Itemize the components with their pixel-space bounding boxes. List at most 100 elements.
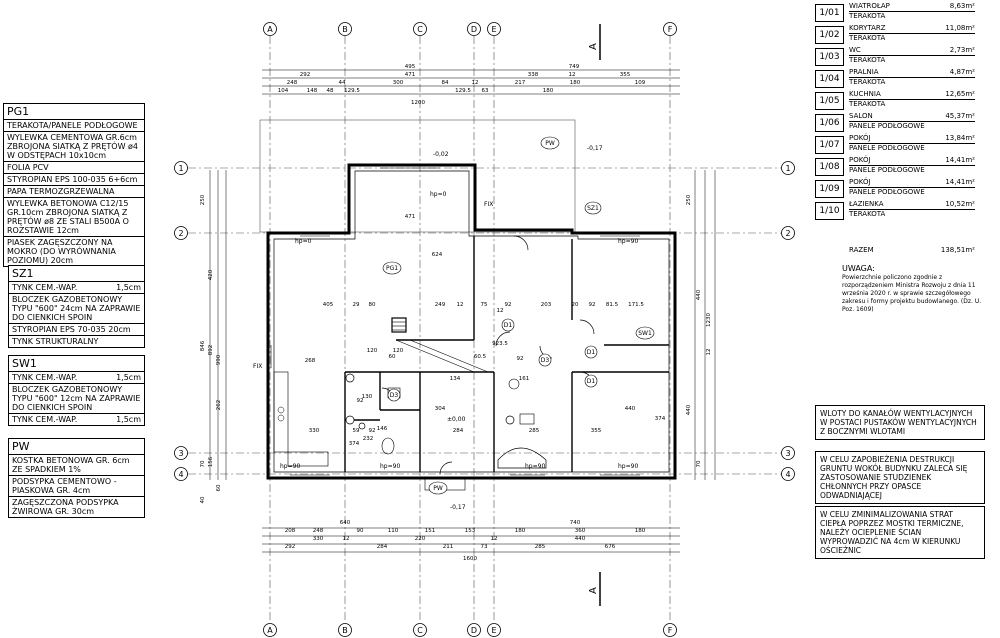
dimension-label: 420 xyxy=(208,269,214,280)
dimension-label: 12 xyxy=(343,536,350,542)
dimension-label: 330 xyxy=(313,536,324,542)
dimension-label: 624 xyxy=(432,252,443,258)
axis-bubble xyxy=(663,623,677,637)
room-number: 1/04 xyxy=(815,70,844,88)
dimension-label: 248 xyxy=(313,528,324,534)
total-value: 138,51m² xyxy=(940,246,975,254)
spec-row: STYROPIAN EPS 100-035 6+6cm xyxy=(4,174,144,186)
dimension-label: 60 xyxy=(389,354,396,360)
room-floor-finish: TERAKOTA xyxy=(849,34,886,42)
room-number: 1/10 xyxy=(815,202,844,220)
room-number: 1/08 xyxy=(815,158,844,176)
dimension-label: 92 xyxy=(505,302,512,308)
pw-label-bottom: PW xyxy=(433,485,443,492)
dimension-label: 676 xyxy=(605,544,616,550)
door-d3-label: D3 xyxy=(541,357,550,364)
fix-mark: FIX xyxy=(253,363,262,370)
dimension-label: 208 xyxy=(285,528,296,534)
room-area: 14,41m² xyxy=(945,178,975,186)
axis-number-label: 1 xyxy=(178,164,183,173)
dimension-label: 304 xyxy=(435,406,446,412)
spec-row: PODSYPKA CEMENTOWO - PIASKOWA GR. 4cm xyxy=(9,476,144,497)
bathtub xyxy=(497,447,547,469)
sw1-label: SW1 xyxy=(638,330,652,337)
dimension-label: 151 xyxy=(425,528,436,534)
dimension-label: 292 xyxy=(285,544,296,550)
axis-letter-label: F xyxy=(668,25,673,34)
room-divider xyxy=(849,11,975,12)
dimension-label: 92 xyxy=(357,398,364,404)
hp-mark: hp=90 xyxy=(525,463,545,470)
dimension-lines xyxy=(209,69,716,553)
pw-label-top: PW xyxy=(545,140,555,147)
dimension-label: 134 xyxy=(450,376,461,382)
spec-row: TERAKOTA/PANELE PODŁOGOWE xyxy=(4,120,144,132)
axis-number-label: 3 xyxy=(785,449,790,458)
dimension-label: 120 xyxy=(393,348,404,354)
dimension-label: 1230 xyxy=(706,313,712,327)
room-number: 1/06 xyxy=(815,114,844,132)
dimension-label: 12 xyxy=(569,72,576,78)
dimension-label: 338 xyxy=(528,72,539,78)
dimension-label: 48 xyxy=(327,88,334,94)
fix-mark: FIX xyxy=(484,201,493,208)
axis-bubble xyxy=(781,161,795,175)
spec-title: SZ1 xyxy=(9,266,144,282)
exterior-walls xyxy=(266,163,677,480)
spec-row-text: STYROPIAN EPS 70-035 20cm xyxy=(12,325,131,334)
plan-labels: PG1 PW PW SZ1 SW1 D1 D1 D1 D3 D3 -0,02 -… xyxy=(253,136,655,511)
axis-letter-label: D xyxy=(471,25,477,34)
dimension-label: 284 xyxy=(377,544,388,550)
hob-icon xyxy=(277,406,285,414)
room-area: 8,63m² xyxy=(949,2,975,10)
level-mark: -0,02 xyxy=(433,151,449,158)
section-label-top: A xyxy=(588,43,599,50)
dimension-label: 92 xyxy=(589,302,596,308)
room-name: PRALNIA xyxy=(849,68,879,76)
axis-letter-label: A xyxy=(267,25,273,34)
room-area: 11,08m² xyxy=(945,24,975,32)
axis-bubble xyxy=(413,22,427,36)
axis-number-label: 4 xyxy=(178,470,183,479)
dimension-label: 109 xyxy=(635,80,646,86)
dimension-label: 171.5 xyxy=(628,302,644,308)
axis-bubble xyxy=(263,22,277,36)
dimension-label: 220 xyxy=(415,536,426,542)
spec-row: PIASEK ZAGĘSZCZONY NA MOKRO (DO WYRÓWNAN… xyxy=(7,238,116,265)
room-number: 1/02 xyxy=(815,26,844,44)
level-mark: ±0,00 xyxy=(447,416,466,423)
axis-letter-label: B xyxy=(342,25,348,34)
remark-box-ventilation: WLOTY DO KANAŁÓW WENTYLACYJNYCH W POSTAC… xyxy=(815,405,985,440)
axis-bubble xyxy=(781,467,795,481)
dimension-label: 374 xyxy=(349,441,360,447)
room-name: POKÓJ xyxy=(849,156,871,164)
dimension-label: 104 xyxy=(278,88,289,94)
remark-box-insulation: W CELU ZMINIMALIZOWANIA STRAT CIEPŁA POP… xyxy=(815,506,985,559)
room-area: 45,37m² xyxy=(945,112,975,120)
spec-row: PAPA TERMOZGRZEWALNA xyxy=(4,186,144,198)
axis-number-label: 3 xyxy=(178,449,183,458)
dimension-label: 249 xyxy=(435,302,446,308)
total-label: RAZEM xyxy=(849,246,874,254)
room-area: 13,84m² xyxy=(945,134,975,142)
sink-icon xyxy=(519,413,535,425)
axis-bubble xyxy=(263,623,277,637)
dimension-label: 12 xyxy=(491,536,498,542)
hob-icon xyxy=(277,414,285,422)
dimension-label: 374 xyxy=(655,416,666,422)
room-number: 1/09 xyxy=(815,180,844,198)
dimension-label: 440 xyxy=(625,406,636,412)
dimension-label: 495 xyxy=(405,64,416,70)
dimension-label: 180 xyxy=(570,80,581,86)
dimension-label: 211 xyxy=(443,544,454,550)
room-floor-finish: PANELE PODŁOGOWE xyxy=(849,144,925,152)
dimension-label: 740 xyxy=(570,520,581,526)
dimension-label: 60.5 xyxy=(474,354,487,360)
hp-mark: hp=90 xyxy=(380,463,400,470)
axis-letter-label: E xyxy=(491,25,496,34)
spec-row-text: BLOCZEK GAZOBETONOWY TYPU "600" 12cm NA … xyxy=(12,385,141,412)
